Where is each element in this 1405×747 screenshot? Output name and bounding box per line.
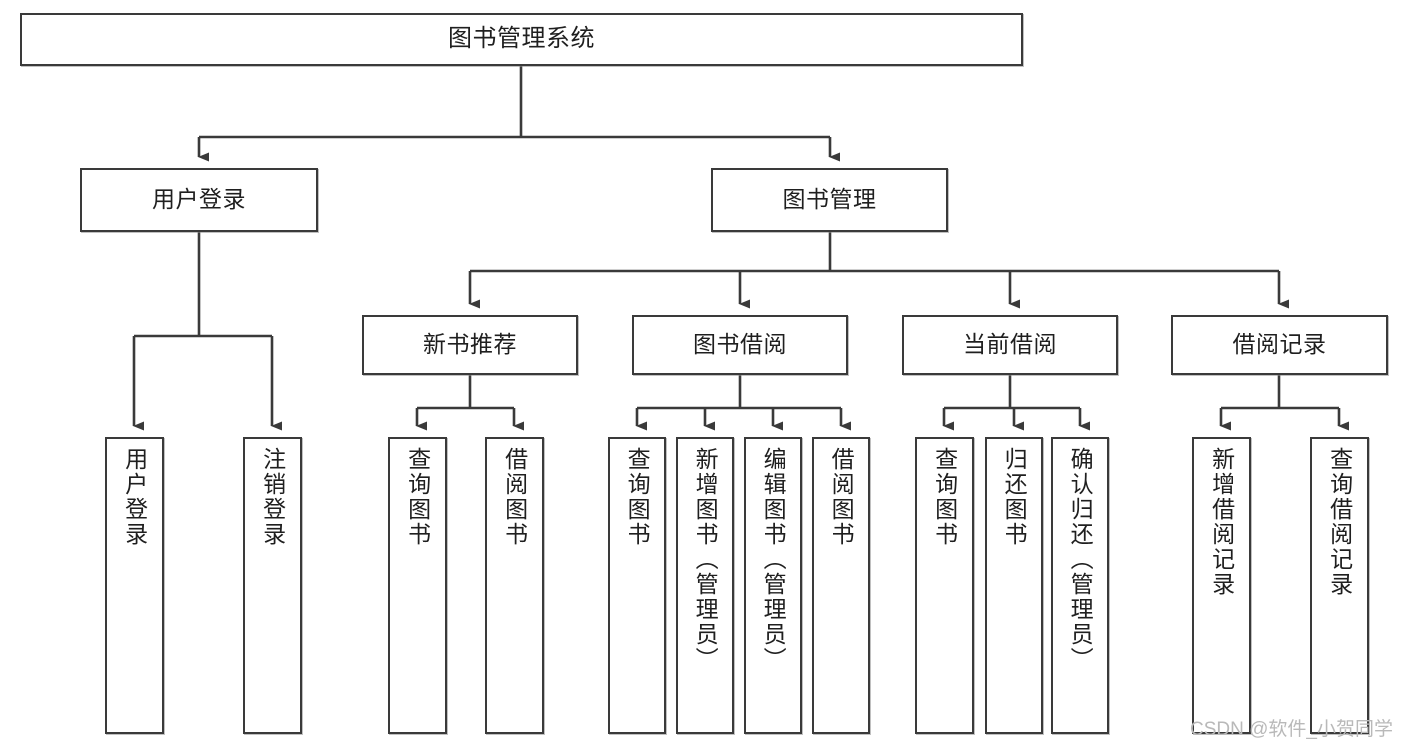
- node-label: 借阅图书: [828, 447, 855, 547]
- node-leaf-edit-book-admin[interactable]: 编辑图书（管理员）: [744, 437, 802, 734]
- node-leaf-add-borrow-record[interactable]: 新增借阅记录: [1192, 437, 1251, 734]
- node-label: 用户登录: [152, 186, 246, 213]
- watermark-csdn: CSDN @软件_小贺同学: [1190, 719, 1393, 740]
- node-label: 图书管理: [782, 186, 877, 213]
- node-label: 注销登录: [259, 447, 286, 547]
- node-label: 归还图书: [1001, 447, 1028, 547]
- node-label: 编辑图书（管理员）: [760, 447, 787, 672]
- node-label: 确认归还（管理员）: [1067, 447, 1094, 672]
- node-label: 新增图书（管理员）: [692, 447, 719, 672]
- node-leaf-query-book-bb[interactable]: 查询图书: [608, 437, 666, 734]
- node-label: 借阅图书: [501, 447, 528, 547]
- node-label: 查询图书: [931, 447, 958, 547]
- node-new-book-recommend[interactable]: 新书推荐: [362, 315, 578, 375]
- node-leaf-add-book-admin[interactable]: 新增图书（管理员）: [676, 437, 734, 734]
- node-leaf-query-book-rec[interactable]: 查询图书: [388, 437, 447, 734]
- node-book-borrow[interactable]: 图书借阅: [632, 315, 848, 375]
- node-borrow-record[interactable]: 借阅记录: [1171, 315, 1388, 375]
- node-leaf-logout-login[interactable]: 注销登录: [243, 437, 302, 734]
- node-label: 借阅记录: [1232, 331, 1327, 358]
- node-root[interactable]: 图书管理系统: [20, 13, 1023, 66]
- node-label: 图书管理系统: [448, 25, 595, 53]
- node-leaf-user-login[interactable]: 用户登录: [105, 437, 164, 734]
- node-label: 新书推荐: [423, 331, 517, 358]
- node-current-borrow[interactable]: 当前借阅: [902, 315, 1118, 375]
- node-label: 用户登录: [121, 447, 148, 547]
- node-label: 当前借阅: [963, 331, 1057, 358]
- node-user-login[interactable]: 用户登录: [80, 168, 318, 232]
- node-leaf-query-borrow-record[interactable]: 查询借阅记录: [1310, 437, 1369, 734]
- node-label: 查询图书: [624, 447, 651, 547]
- node-label: 查询借阅记录: [1326, 447, 1353, 597]
- node-leaf-borrow-book-bb[interactable]: 借阅图书: [812, 437, 870, 734]
- node-leaf-borrow-book-rec[interactable]: 借阅图书: [485, 437, 544, 734]
- node-book-manage[interactable]: 图书管理: [711, 168, 948, 232]
- node-label: 图书借阅: [693, 331, 787, 358]
- node-leaf-return-book[interactable]: 归还图书: [985, 437, 1043, 734]
- node-label: 查询图书: [404, 447, 431, 547]
- node-leaf-confirm-return-admin[interactable]: 确认归还（管理员）: [1051, 437, 1109, 734]
- node-label: 新增借阅记录: [1208, 447, 1235, 597]
- node-leaf-query-book-cb[interactable]: 查询图书: [915, 437, 974, 734]
